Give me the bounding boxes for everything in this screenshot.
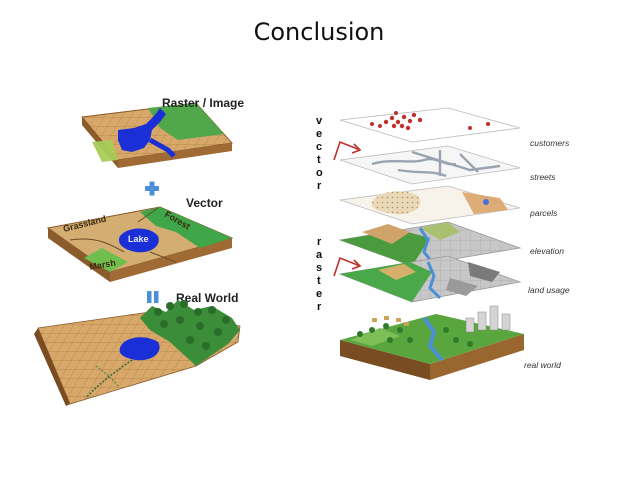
- raster-image-label: Raster / Image: [162, 96, 244, 110]
- svg-text:r: r: [317, 301, 322, 313]
- layer-label-land-usage: land usage: [528, 285, 570, 295]
- svg-text:r: r: [317, 236, 322, 248]
- svg-text:t: t: [317, 154, 321, 166]
- plus-icon: [145, 181, 159, 196]
- layer-label-customers: customers: [530, 138, 570, 148]
- svg-text:e: e: [316, 128, 322, 140]
- layer-streets: [339, 145, 521, 185]
- vector-label: Vector: [186, 196, 223, 210]
- layer-label-parcels: parcels: [529, 208, 558, 218]
- svg-text:r: r: [317, 180, 322, 192]
- region-label-lake: Lake: [128, 234, 149, 244]
- svg-text:o: o: [316, 167, 323, 179]
- vector-vertical-label: v e c t o r: [316, 115, 323, 192]
- equals-icon: [147, 291, 159, 303]
- svg-text:s: s: [316, 262, 322, 274]
- layer-elevation: [338, 221, 522, 267]
- layer-parcels: [339, 185, 521, 225]
- raster-bracket-arrow: [333, 256, 362, 277]
- layer-label-real-world: real world: [524, 360, 561, 370]
- layer-real-world: [340, 305, 524, 380]
- raster-vertical-label: r a s t e r: [316, 236, 323, 313]
- slide-title: Conclusion: [253, 18, 385, 46]
- vector-slab: Grassland Forest Lake Marsh: [46, 206, 234, 282]
- layer-customers: [339, 107, 521, 143]
- svg-text:t: t: [317, 275, 321, 287]
- region-label-marsh: Marsh: [89, 258, 117, 272]
- svg-text:a: a: [316, 249, 323, 261]
- layer-label-elevation: elevation: [530, 246, 564, 256]
- svg-text:c: c: [316, 141, 322, 153]
- raster-image-slab: [81, 102, 233, 168]
- svg-text:v: v: [316, 115, 323, 127]
- svg-text:e: e: [316, 288, 322, 300]
- layer-label-streets: streets: [530, 172, 556, 182]
- real-world-label: Real World: [176, 291, 238, 305]
- layer-land-usage: [338, 255, 522, 303]
- real-world-terrain: [34, 300, 241, 406]
- vector-bracket-arrow: [333, 140, 362, 161]
